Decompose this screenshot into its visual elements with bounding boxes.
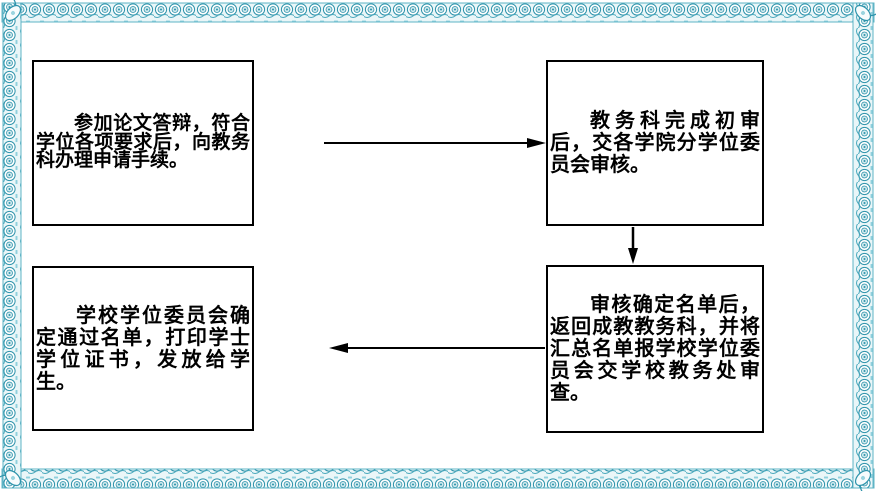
arrow-left-step3-to-step4-icon <box>329 343 545 353</box>
border-corner-ornament-top-right <box>854 4 876 22</box>
border-strip-top <box>1 2 875 23</box>
arrow-right-step1-to-step2-icon <box>324 138 546 148</box>
flow-step-2-text: 教务科完成初审后，交各学院分学位委员会审核。 <box>550 110 760 176</box>
flow-step-4-text: 学校学位委员会确定通过名单，打印学士学位证书，发放给学生。 <box>36 304 250 393</box>
border-corner-ornament-bottom-right <box>854 469 872 491</box>
flow-step-3-confirm-list: 审核确定名单后，返回成教教务科，并将汇总名单报学校学位委员会交学校教务处审查。 <box>546 265 764 433</box>
flow-step-1-apply: 参加论文答辩，符合学位各项要求后，向教务科办理申请手续。 <box>32 60 254 226</box>
flow-step-2-initial-review: 教务科完成初审后，交各学院分学位委员会审核。 <box>546 60 764 226</box>
border-strip-left <box>2 2 22 489</box>
border-strip-right <box>852 2 874 489</box>
border-strip-bottom <box>1 468 875 489</box>
flow-step-4-issue-certificate: 学校学位委员会确定通过名单，打印学士学位证书，发放给学生。 <box>32 266 254 431</box>
flow-step-3-text: 审核确定名单后，返回成教教务科，并将汇总名单报学校学位委员会交学校教务处审查。 <box>550 294 760 404</box>
arrow-down-step2-to-step3-icon <box>628 227 638 264</box>
border-corner-ornament-bottom-left <box>0 469 22 487</box>
flow-step-1-text: 参加论文答辩，符合学位各项要求后，向教务科办理申请手续。 <box>36 113 250 172</box>
border-corner-ornament-top-left <box>4 0 22 22</box>
